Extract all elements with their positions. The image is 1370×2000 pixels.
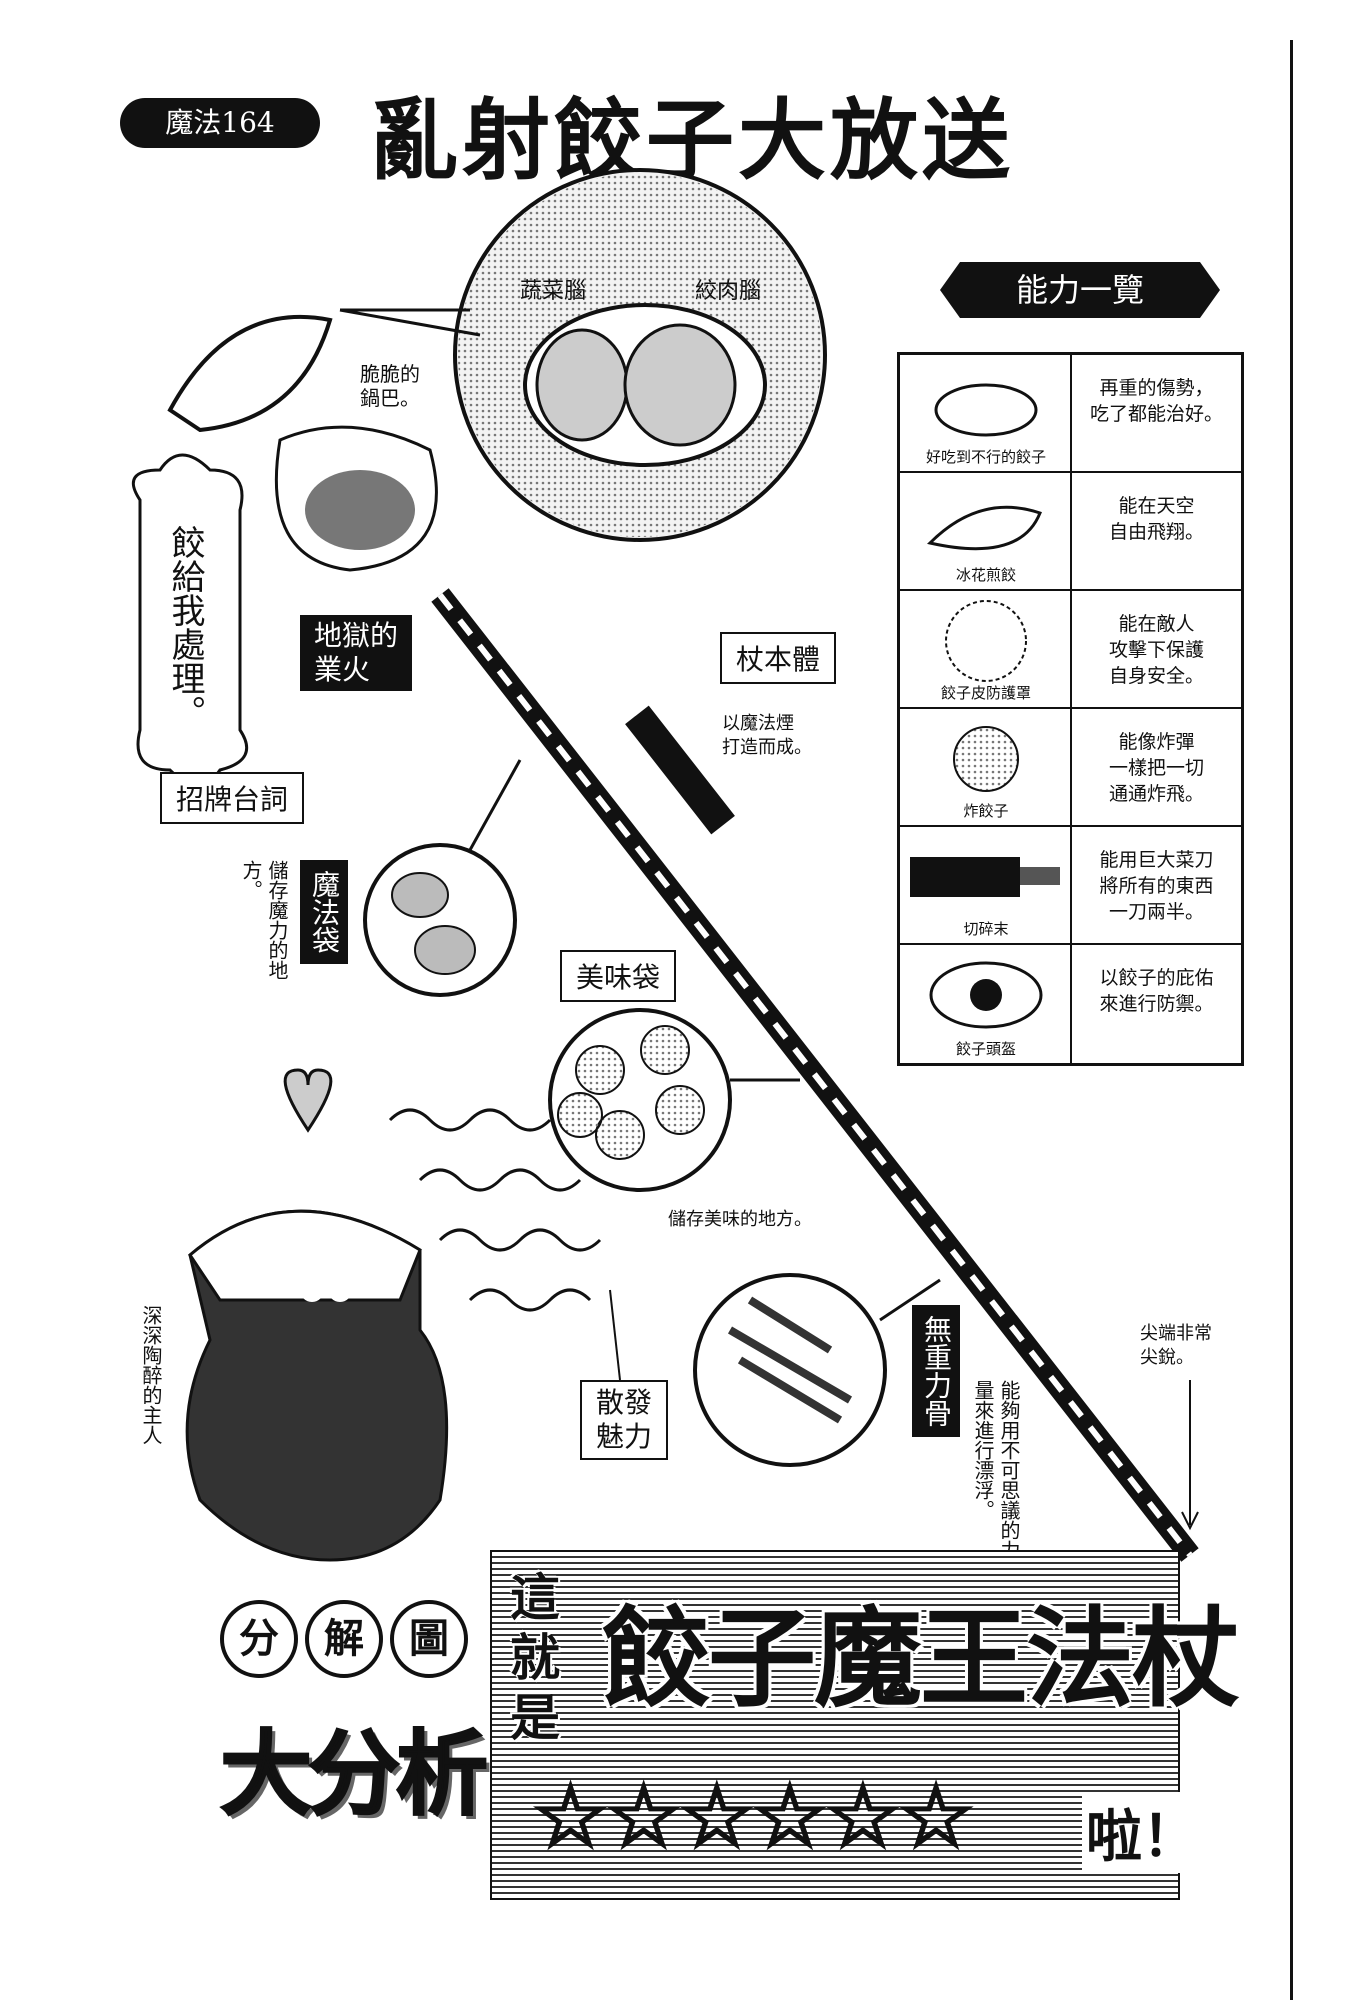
master-note: 深深陶醉的主人 [139,1305,163,1445]
magic-bag-note: 儲存魔力的地方。 [239,860,289,980]
analysis-title: 大分析 [219,1720,489,1829]
abilities-table: 好吃到不行的餃子 再重的傷勢， 吃了都能治好。 冰花煎餃 能在天空 自由飛翔。 … [897,352,1244,1066]
tip-note: 尖端非常 尖銳。 [1140,1323,1212,1368]
crispy-note: 脆脆的 鍋巴。 [360,362,420,410]
banner-exclaim: 啦！ [1082,1792,1202,1873]
hell-fire-label: 地獄的 業火 [300,615,413,691]
charm-label: 散發 魅力 [580,1380,669,1460]
ability-name: 好吃到不行的餃子 [925,448,1046,466]
veg-brain-label: 蔬菜腦 [520,279,587,304]
ability-name: 炸餃子 [963,802,1009,820]
ability-desc: 再重的傷勢， 吃了都能治好。 [1089,377,1223,425]
meat-brain-label: 絞肉腦 [695,279,762,304]
page-title: 亂射餃子大放送 [370,88,1015,192]
circle-char-2: 解 [305,1600,383,1678]
abilities-heading: 能力一覽 [940,262,1220,318]
staff-body-note: 以魔法煙 打造而成。 [722,713,812,758]
catchphrase-text: 餃給我處理。 [165,525,205,729]
catchphrase-label: 招牌台詞 [160,772,305,824]
ability-name: 冰花煎餃 [955,566,1016,584]
chapter-number: 魔法164 [120,98,320,148]
banner-title: 餃子魔王法杖 [602,1597,1240,1722]
ability-desc: 以餃子的庇佑 來進行防禦。 [1099,967,1214,1015]
ability-row: 餃子頭盔 以餃子的庇佑 來進行防禦。 [900,945,1241,1063]
circle-char-1: 分 [220,1600,298,1678]
ability-row: 好吃到不行的餃子 再重的傷勢， 吃了都能治好。 [900,355,1241,473]
ability-name: 餃子頭盔 [955,1040,1016,1058]
banner-stars: ☆☆☆☆☆☆ [531,1766,977,1869]
ability-desc: 能用巨大菜刀 將所有的東西 一刀兩半。 [1099,849,1214,923]
tasty-bag-label: 美味袋 [560,950,677,1002]
ability-desc: 能在天空 自由飛翔。 [1108,495,1204,543]
ability-desc: 能像炸彈 一樣把一切 通通炸飛。 [1108,731,1204,805]
ability-name: 餃子皮防護罩 [940,684,1031,702]
page-edge-line [1290,40,1293,2000]
ability-row: 切碎末 能用巨大菜刀 將所有的東西 一刀兩半。 [900,827,1241,945]
ability-row: 餃子皮防護罩 能在敵人 攻擊下保護 自身安全。 [900,591,1241,709]
magic-bag-label: 魔法袋 [300,860,348,964]
ability-row: 冰花煎餃 能在天空 自由飛翔。 [900,473,1241,591]
ability-row: 炸餃子 能像炸彈 一樣把一切 通通炸飛。 [900,709,1241,827]
ability-name: 切碎末 [963,920,1009,938]
ability-desc: 能在敵人 攻擊下保護 自身安全。 [1108,613,1204,687]
weightless-bone-label: 無重力骨 [912,1305,960,1437]
circle-char-3: 圖 [390,1600,468,1678]
tasty-bag-note: 儲存美味的地方。 [668,1209,812,1230]
banner-prefix: 這就是 [510,1569,560,1747]
weightless-bone-note: 能夠用不可思議的力量來進行漂浮。 [971,1380,1021,1560]
title-banner: 這就是 餃子魔王法杖 ☆☆☆☆☆☆ 啦！ [490,1550,1240,1900]
staff-body-label: 杖本體 [720,632,837,684]
